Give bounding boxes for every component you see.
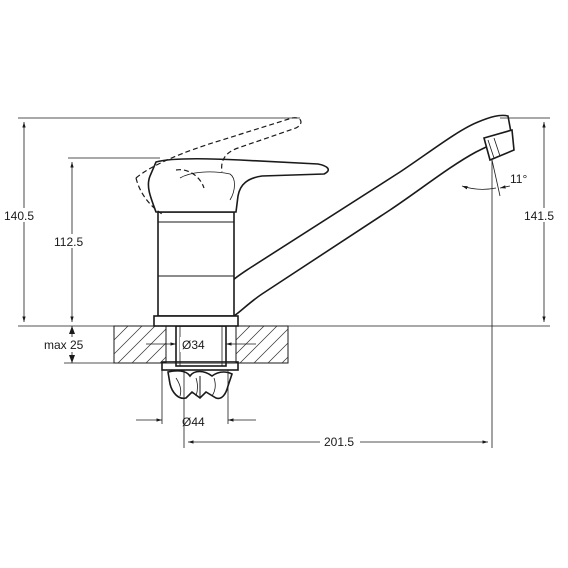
aerator-angle-label: 11° [510,172,527,186]
countertop-hatching [113,325,289,364]
dimension-total-height-right: 141.5 [524,122,560,322]
dimension-max-mount-thickness: max 25 [44,326,100,363]
nut-diameter-label: Ø44 [182,415,205,429]
max-mount-thickness-label: max 25 [44,338,84,352]
dimension-aerator-angle: 11° [461,159,527,197]
dimension-total-height-left: 140.5 [4,122,36,322]
dimension-hole-diameter: Ø34 [146,337,256,352]
body-height-label: 112.5 [54,235,83,249]
faucet-body [153,211,239,327]
dimension-nut-diameter: Ø44 [136,415,256,429]
spout-reach-label: 201.5 [324,435,354,449]
hole-diameter-label: Ø34 [182,338,205,352]
spout [223,114,515,317]
lever-handle [147,157,330,213]
total-height-right-label: 141.5 [524,209,554,223]
dimension-spout-reach: 201.5 [188,434,488,449]
dimension-body-height: 112.5 [54,162,88,322]
lever-handle-open-position [135,117,302,215]
total-height-left-label: 140.5 [4,209,34,223]
mounting-nut [167,370,233,400]
